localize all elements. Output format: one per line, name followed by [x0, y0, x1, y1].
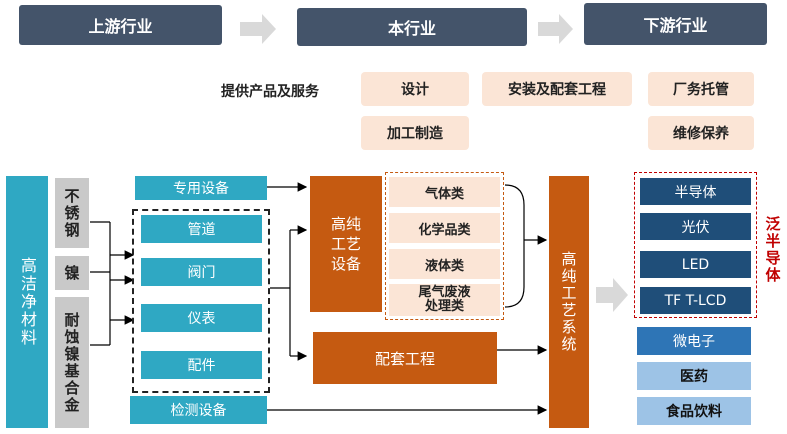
header-downstream: 下游行业 — [584, 3, 767, 45]
downstream-microelectronics: 微电子 — [637, 327, 751, 355]
downstream-pharmaceutical: 医药 — [637, 362, 751, 390]
equipment-type-chemical: 化学品类 — [389, 213, 500, 243]
header-upstream: 上游行业 — [19, 5, 222, 45]
material-nickel: 镍 — [55, 256, 89, 290]
component-instruments: 仪表 — [141, 304, 262, 332]
downstream-photovoltaic: 光伏 — [640, 213, 751, 240]
material-stainless-steel: 不锈钢 — [55, 178, 89, 248]
service-design: 设计 — [361, 72, 469, 106]
industry-system: 高纯工艺系统 — [549, 176, 589, 428]
equipment-type-gas: 气体类 — [389, 177, 500, 207]
component-pipes: 管道 — [141, 215, 262, 243]
material-nickel-alloy: 耐蚀镍基合金 — [55, 297, 89, 428]
upstream-special-equipment: 专用设备 — [135, 176, 267, 200]
downstream-food-beverage: 食品饮料 — [637, 397, 751, 425]
equipment-type-liquid: 液体类 — [389, 249, 500, 279]
downstream-tft-lcd: TF T-LCD — [640, 287, 751, 314]
pan-semiconductor-label: 泛半导体 — [763, 216, 782, 284]
upstream-category: 高洁净材料 — [6, 176, 48, 428]
equipment-types-group — [385, 172, 504, 320]
header-arrow-icon — [240, 14, 276, 44]
downstream-led: LED — [640, 251, 751, 278]
services-label: 提供产品及服务 — [221, 84, 319, 100]
industry-equipment: 高纯工艺设备 — [310, 176, 382, 312]
component-fittings: 配件 — [141, 351, 262, 379]
header-current: 本行业 — [297, 8, 527, 46]
pan-semiconductor-group — [634, 172, 757, 318]
service-manufacturing: 加工制造 — [361, 116, 469, 150]
components-group — [132, 209, 270, 393]
service-maintenance: 维修保养 — [648, 116, 754, 150]
equipment-type-exhaust-waste: 尾气废液处理类 — [389, 284, 500, 316]
industry-supporting-works: 配套工程 — [313, 332, 497, 384]
upstream-inspection-equipment: 检测设备 — [130, 396, 267, 424]
downstream-semiconductor: 半导体 — [640, 178, 751, 205]
service-facility-management: 厂务托管 — [648, 72, 754, 106]
header-arrow-icon — [538, 14, 573, 44]
flow-arrow-icon — [596, 278, 628, 312]
service-installation: 安装及配套工程 — [482, 72, 632, 106]
component-valves: 阀门 — [141, 258, 262, 286]
